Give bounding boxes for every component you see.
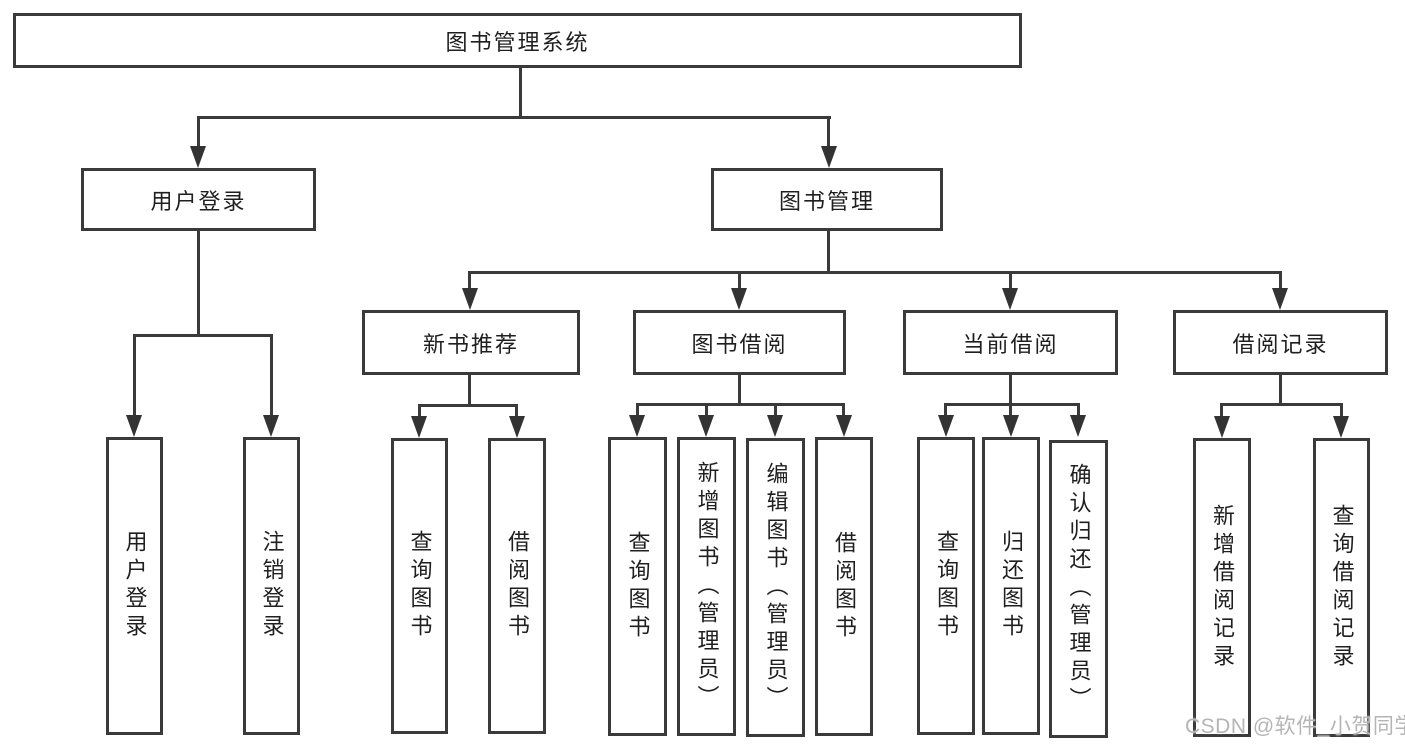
leaf-rec-query-books: 查询图书: [391, 438, 448, 734]
leaf-br-add-record: 新增借阅记录: [1193, 438, 1251, 737]
connector-login-leaf-stem: [133, 334, 136, 420]
connector-logout-leaf-stem: [270, 334, 273, 420]
arrowhead-down-icon: [629, 415, 645, 437]
node-borrow-records: 借阅记录: [1173, 310, 1388, 375]
connector-br-query-stem: [1340, 403, 1343, 419]
arrowhead-down-icon: [1333, 416, 1349, 438]
connector-bb-edit-stem: [774, 403, 777, 418]
connector-root-stem: [519, 68, 522, 118]
connector-user-login-down: [197, 230, 200, 336]
leaf-logout: 注销登录: [243, 437, 300, 735]
csdn-watermark: CSDN @软件_小贺同学: [1185, 715, 1405, 738]
connector-borrow-records-stem: [1279, 271, 1282, 295]
connector-cb-confirm-stem: [1077, 403, 1080, 418]
arrowhead-down-icon: [767, 415, 783, 437]
leaf-cb-confirm-return: 确认归还（管理员）: [1049, 440, 1108, 738]
connector-book-borrow-down: [738, 375, 741, 406]
arrowhead-down-icon: [1003, 415, 1019, 437]
leaf-cb-return-books: 归还图书: [982, 437, 1040, 735]
connector-current-borrow-hline: [944, 403, 1080, 406]
connector-recommend-down: [468, 375, 471, 407]
connector-level3-hline: [468, 271, 1282, 274]
arrowhead-down-icon: [126, 415, 142, 437]
connector-book-borrow-stem: [738, 271, 741, 295]
node-book-management: 图书管理: [711, 168, 943, 231]
connector-borrow-records-hline: [1220, 403, 1342, 406]
connector-book-management-stem: [827, 116, 830, 152]
arrowhead-down-icon: [821, 146, 837, 168]
connector-br-add-stem: [1220, 403, 1223, 419]
connector-cb-query-stem: [944, 403, 947, 418]
arrowhead-down-icon: [509, 416, 525, 438]
connector-bb-query-stem: [636, 403, 639, 418]
arrowhead-down-icon: [1272, 288, 1288, 310]
connector-bb-add-stem: [705, 403, 708, 418]
arrowhead-down-icon: [836, 415, 852, 437]
arrowhead-down-icon: [1002, 288, 1018, 310]
arrowhead-down-icon: [263, 415, 279, 437]
connector-book-borrow-hline: [636, 403, 845, 406]
leaf-br-query-record: 查询借阅记录: [1313, 438, 1370, 737]
connector-recommend-stem: [468, 271, 471, 295]
connector-current-borrow-stem: [1009, 271, 1012, 295]
arrowhead-down-icon: [731, 288, 747, 310]
connector-rec-query-stem: [418, 404, 421, 420]
connector-cb-return-stem: [1009, 403, 1012, 418]
node-current-borrow: 当前借阅: [903, 310, 1118, 375]
connector-user-login-stem: [197, 116, 200, 152]
arrowhead-down-icon: [1214, 416, 1230, 438]
arrowhead-down-icon: [698, 415, 714, 437]
leaf-bb-query-books: 查询图书: [608, 437, 667, 736]
leaf-cb-query-books: 查询图书: [917, 437, 975, 735]
node-user-login: 用户登录: [81, 168, 316, 231]
leaf-bb-edit-books: 编辑图书（管理员）: [746, 438, 805, 737]
leaf-user-login: 用户登录: [106, 437, 163, 735]
node-book-borrow: 图书借阅: [633, 310, 846, 375]
node-root: 图书管理系统: [13, 13, 1022, 68]
node-new-book-recommend: 新书推荐: [362, 310, 580, 375]
connector-rec-borrow-stem: [515, 404, 518, 420]
connector-book-management-down: [827, 230, 830, 274]
connector-level2-hline: [197, 116, 831, 119]
connector-recommend-hline: [418, 404, 518, 407]
connector-borrow-records-down: [1279, 375, 1282, 406]
leaf-rec-borrow-books: 借阅图书: [488, 438, 546, 734]
arrowhead-down-icon: [462, 288, 478, 310]
arrowhead-down-icon: [1070, 415, 1086, 437]
connector-current-borrow-down: [1009, 375, 1012, 406]
arrowhead-down-icon: [938, 415, 954, 437]
connector-user-login-hline: [133, 334, 273, 337]
arrowhead-down-icon: [411, 416, 427, 438]
arrowhead-down-icon: [190, 146, 206, 168]
leaf-bb-borrow-books: 借阅图书: [815, 437, 873, 736]
connector-bb-borrow-stem: [842, 403, 845, 418]
leaf-bb-add-books: 新增图书（管理员）: [677, 437, 736, 736]
